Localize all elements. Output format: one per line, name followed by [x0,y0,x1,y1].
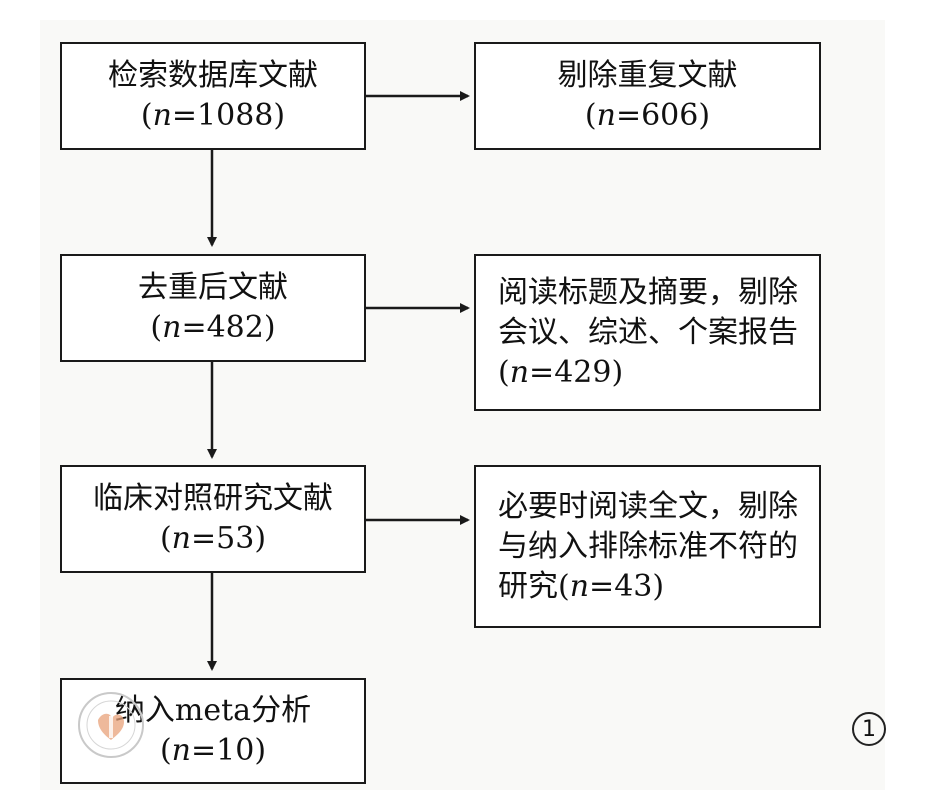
exclusion-label: 剔除重复文献 [557,58,738,93]
exclusion-text: 阅读标题及摘要，剔除会议、综述、个案报告(n=429) [498,274,798,390]
exclusion-text: 必要时阅读全文，剔除与纳入排除标准不符的研究(n=43) [498,488,798,604]
exclusion-title-abstract: 阅读标题及摘要，剔除会议、综述、个案报告(n=429) [474,254,821,411]
exclusion-duplicates: 剔除重复文献 (n=606) [474,42,821,150]
exclusion-count: 43 [614,568,653,604]
step-clinical-controlled: 临床对照研究文献 (n=53) [60,465,366,573]
step-included-meta: 纳入meta分析 (n=10) [60,678,366,784]
step-after-dedup: 去重后文献 (n=482) [60,254,366,362]
exclusion-full-text: 必要时阅读全文，剔除与纳入排除标准不符的研究(n=43) [474,465,821,628]
step-search-databases: 检索数据库文献 (n=1088) [60,42,366,150]
exclusion-label: 阅读标题及摘要，剔除会议、综述、个案报告 [498,274,798,350]
step-count: (n=482) [150,310,276,345]
exclusion-count: 429 [554,354,612,390]
watermark-seal-icon [78,692,144,758]
step-label: 临床对照研究文献 [93,481,333,516]
step-label: 去重后文献 [138,270,288,305]
exclusion-label: 必要时阅读全文，剔除与纳入排除标准不符的研究 [498,488,798,604]
step-count: (n=1088) [140,98,286,133]
step-count: (n=10) [159,733,267,768]
panel-label: 1 [852,712,886,746]
exclusion-count: (n=606) [584,98,711,133]
step-label: 纳入meta分析 [114,693,312,728]
step-label: 检索数据库文献 [108,58,318,93]
step-count: (n=53) [159,521,267,556]
